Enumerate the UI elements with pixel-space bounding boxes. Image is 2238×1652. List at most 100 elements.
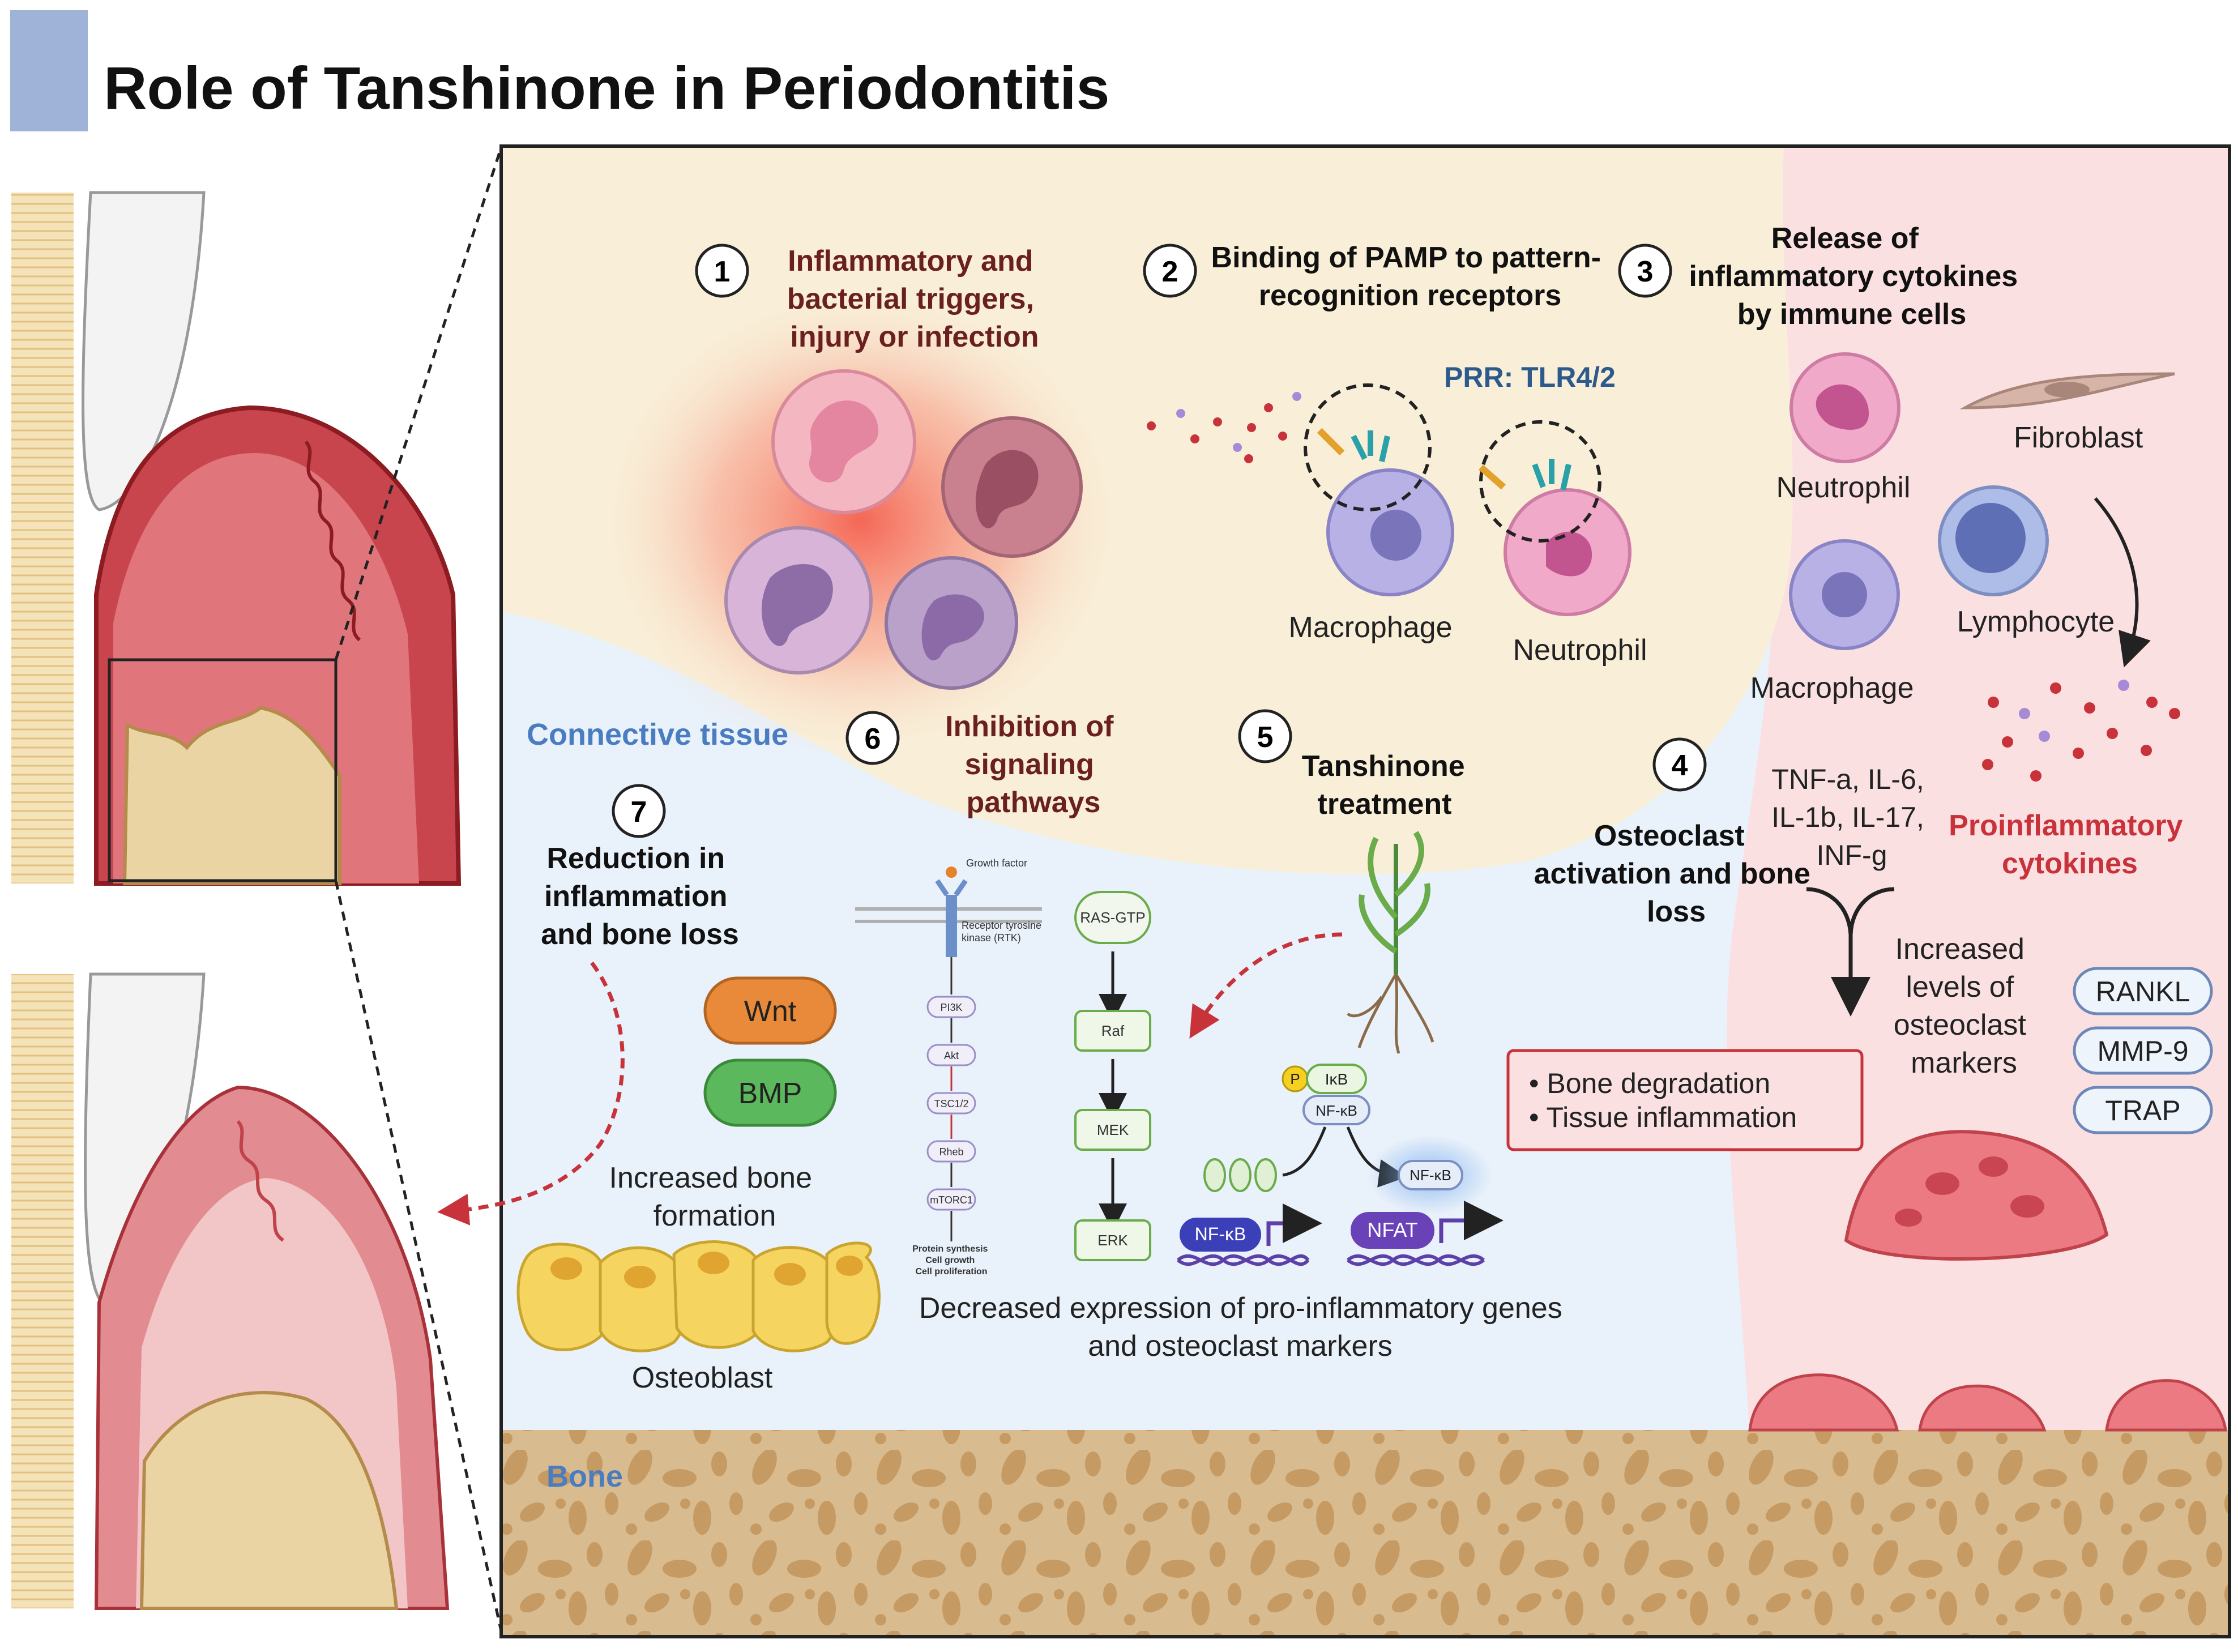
bone-label: Bone: [546, 1459, 623, 1493]
svg-text:NFAT: NFAT: [1367, 1218, 1417, 1241]
granulocyte-cell-icon: [941, 416, 1083, 558]
osteoblast-cells-icon: [516, 1240, 881, 1352]
neutrophil-right-label: Neutrophil: [1776, 471, 1910, 504]
step-3: 3 Release of inflammatory cytokines by i…: [1618, 222, 2026, 331]
lymphocyte-icon: [1938, 485, 2049, 596]
svg-text:MMP-9: MMP-9: [2097, 1035, 2188, 1067]
osteoblast-label: Osteoblast: [632, 1361, 773, 1394]
step-number: 2: [1162, 255, 1178, 288]
rtk-label: Receptor tyrosine kinase (RTK): [962, 920, 1044, 944]
wnt-badge: Wnt: [703, 976, 837, 1045]
tanshinone-to-pathway-arrow: [1189, 932, 1343, 1039]
step-heading: Osteoclast activation and bone loss: [1534, 819, 1819, 928]
tanshinone-plant-icon: [1347, 831, 1434, 1054]
step-1: 1 Inflammatory and bacterial triggers, i…: [695, 244, 1039, 353]
cytokines-label: Proinflammatory cytokines: [1949, 809, 2191, 880]
macrophage-prr-icon: [1304, 383, 1454, 596]
cytokine-dots: [1982, 680, 2180, 782]
zoom-box: [108, 658, 338, 882]
svg-text:Akt: Akt: [944, 1050, 959, 1061]
fibroblast-label: Fibroblast: [2014, 421, 2143, 454]
bone-formation-text: Increased bone formation: [609, 1162, 821, 1232]
svg-text:Rheb: Rheb: [939, 1146, 963, 1158]
step-heading: Tanshinone treatment: [1302, 750, 1473, 821]
svg-text:NF-κB: NF-κB: [1195, 1224, 1246, 1244]
prr-label: PRR: TLR4/2: [1444, 361, 1616, 393]
step-number: 6: [865, 723, 881, 755]
pathway-node: Rheb: [926, 1140, 976, 1163]
step-heading: Release of inflammatory cytokines by imm…: [1689, 222, 2026, 331]
fibroblast-icon: [1959, 372, 2175, 409]
rtk-receptor-icon: [935, 866, 968, 957]
mapk-node: Raf: [1074, 1010, 1151, 1052]
nfat-dna-transcription: NFAT: [1347, 1201, 1504, 1266]
osteoblast-nuclei: [550, 1252, 863, 1288]
step-number: 1: [714, 255, 731, 288]
zoom-line-bottom: [334, 880, 503, 1632]
step-heading: Reduction in inflammation and bone loss: [541, 842, 739, 951]
tooth-diagram-bottom: [11, 972, 450, 1610]
osteoclast-small-icons: [1748, 1373, 2227, 1432]
step-number: 7: [631, 796, 647, 829]
main-panel: [499, 144, 2231, 1638]
step-heading: Inhibition of signaling pathways: [945, 710, 1122, 819]
macrophage-right-icon: [1789, 539, 1900, 650]
fibroblast-to-cytokines-arrow: [2094, 497, 2151, 668]
nfkb-dna-transcription: NF-κB: [1177, 1203, 1322, 1266]
nfkb-free: NF-κB: [1368, 1136, 1492, 1215]
neutrophil-right-icon: [1789, 352, 1900, 463]
svg-text:IκB: IκB: [1325, 1070, 1348, 1088]
svg-text:mTORC1: mTORC1: [930, 1194, 973, 1206]
macrophage-prr-label: Macrophage: [1288, 611, 1452, 644]
pathway-node: Akt: [926, 1044, 976, 1066]
mapk-node: RAS-GTP: [1074, 891, 1151, 944]
bone-layer: [501, 1430, 2230, 1637]
svg-text:BMP: BMP: [738, 1077, 802, 1110]
neutrophil-prr-label: Neutrophil: [1513, 634, 1647, 667]
svg-text:TSC1/2: TSC1/2: [934, 1098, 968, 1109]
cytokine-list: TNF-a, IL-6, IL-1b, IL-17, INF-g: [1771, 763, 1932, 871]
monocyte-cell-icon: [724, 526, 873, 675]
pathway-node: mTORC1: [926, 1188, 976, 1211]
decreased-expression-text: Decreased expression of pro-inflammatory…: [919, 1292, 1570, 1363]
growth-factor-label: Growth factor: [966, 857, 1027, 869]
zoom-line-top: [334, 147, 503, 660]
pamp-particles: [1147, 392, 1301, 463]
osteoclast-large-icon: [1844, 1130, 2109, 1261]
neutrophil-prr-icon: [1479, 420, 1631, 616]
cytokine-converge-arrow: [1806, 887, 1895, 997]
svg-text:RANKL: RANKL: [2096, 976, 2190, 1008]
marker-badges: RANKL MMP-9 TRAP: [2073, 967, 2213, 1134]
step-2: 2 Binding of PAMP to pattern- recognitio…: [1143, 241, 1609, 312]
step-heading: Binding of PAMP to pattern- recognition …: [1211, 241, 1609, 312]
reduction-to-tooth-arrow: [437, 961, 625, 1226]
step-number: 4: [1672, 749, 1688, 782]
svg-text:NF-κB: NF-κB: [1410, 1167, 1451, 1184]
degraded-ikb-icon: [1203, 1158, 1277, 1192]
mapk-node: MEK: [1074, 1109, 1151, 1151]
nfkb-complex: P IκB NF-κB: [1282, 1064, 1370, 1125]
lymphocyte-label: Lymphocyte: [1957, 605, 2115, 638]
step-6: 6 Inhibition of signaling pathways: [845, 710, 1122, 819]
macrophage-right-label: Macrophage: [1750, 672, 1914, 705]
marker-trap: [2073, 1086, 2213, 1134]
step-5: 5 Tanshinone treatment: [1238, 709, 1473, 821]
connective-tissue-label: Connective tissue: [527, 718, 788, 752]
svg-text:MEK: MEK: [1097, 1121, 1129, 1138]
page-title: Role of Tanshinone in Periodontitis: [104, 55, 1109, 122]
tooth-diagram-top: [11, 191, 462, 886]
marker-mmp9: [2073, 1026, 2213, 1075]
svg-text:Raf: Raf: [1101, 1022, 1125, 1039]
basophil-cell-icon: [885, 556, 1018, 690]
bmp-badge: BMP: [703, 1058, 837, 1127]
svg-text:PI3K: PI3K: [940, 1002, 962, 1013]
pathway-node: TSC1/2: [926, 1092, 976, 1115]
svg-text:Wnt: Wnt: [744, 995, 797, 1028]
pathway-outcome: Protein synthesis Cell growth Cell proli…: [912, 1244, 990, 1277]
mapk-node: ERK: [1074, 1219, 1151, 1261]
effects-box: • Bone degradation • Tissue inflammation: [1506, 1049, 1864, 1151]
svg-text:• Tissue inflammation: • Tissue inflammation: [1529, 1102, 1797, 1133]
